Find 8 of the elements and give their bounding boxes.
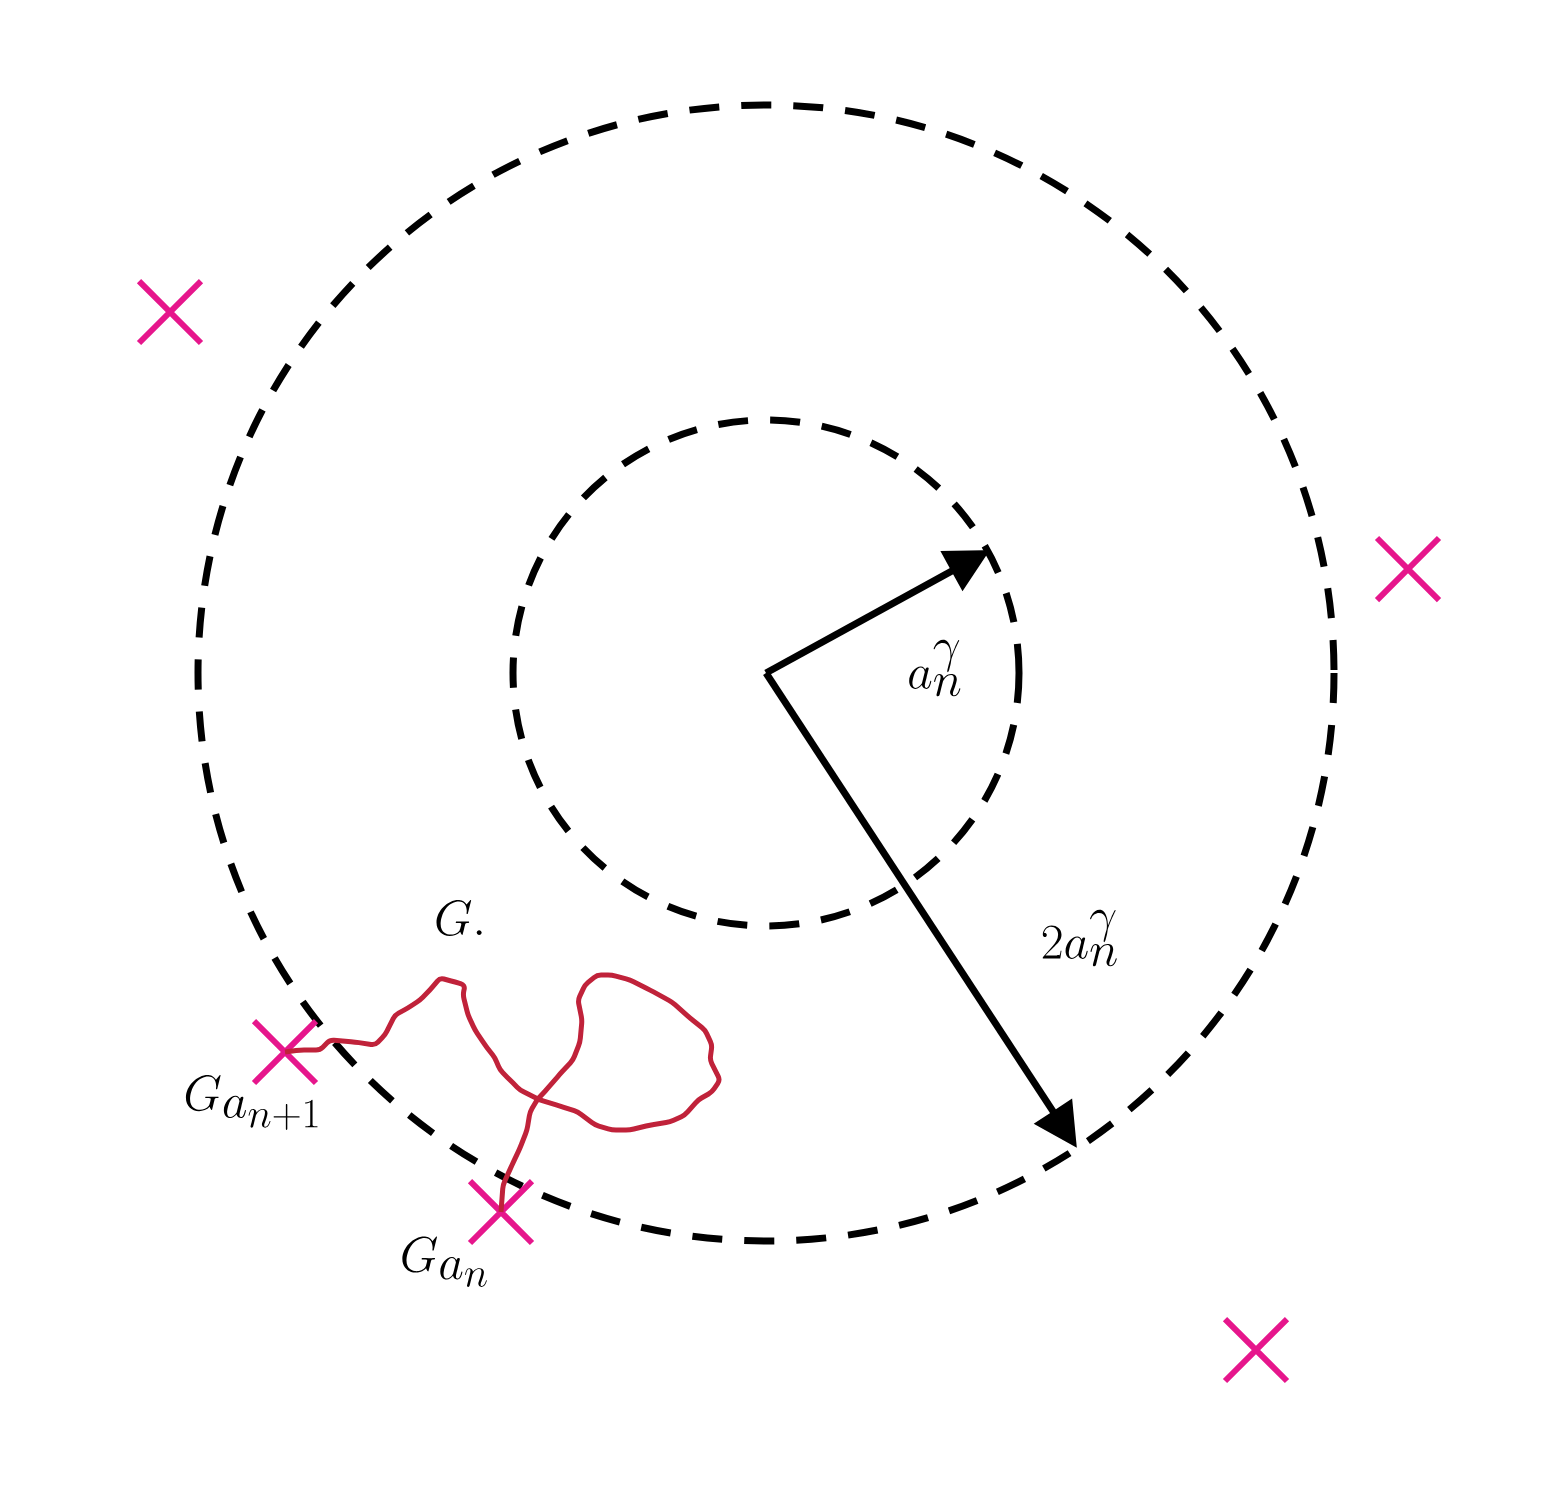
math-label: $2a_n^\gamma$ [1042, 909, 1117, 967]
math-label: $G_{a_n}$ [402, 1236, 487, 1287]
math-label: $a_n^\gamma$ [909, 639, 961, 697]
cross-mark [136, 278, 204, 346]
cross-mark [1374, 535, 1442, 603]
math-label: $G_{a_{n+1}}$ [185, 1075, 318, 1130]
math-label: $G.$ [436, 899, 482, 937]
cross-mark [1222, 1316, 1290, 1384]
